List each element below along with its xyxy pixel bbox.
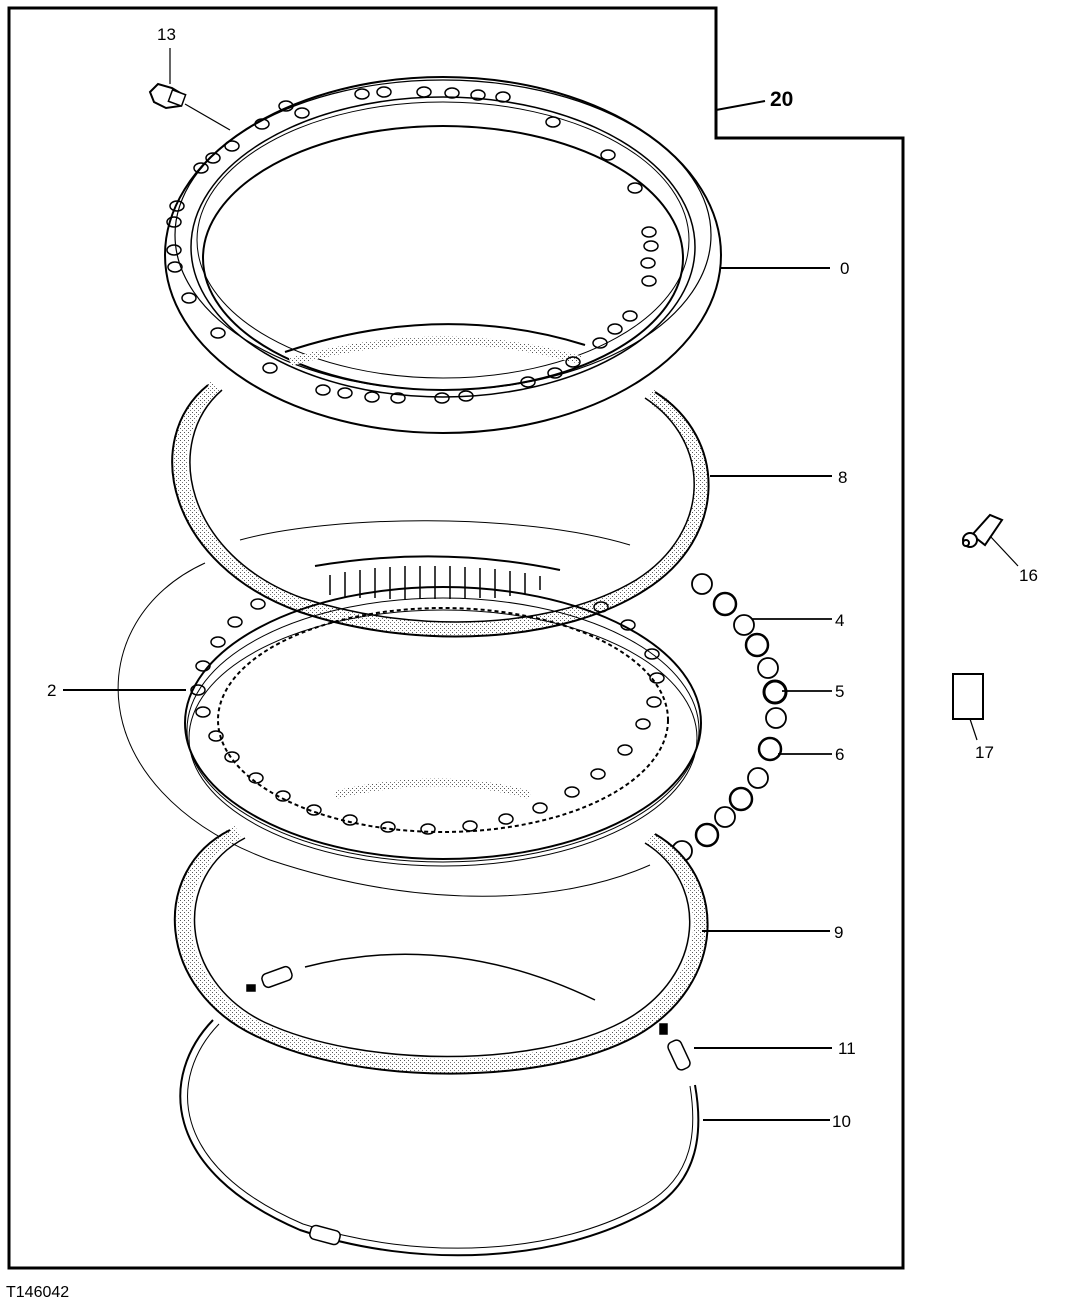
bolt-holes-gear <box>190 598 665 835</box>
diagram-frame <box>7 6 905 1270</box>
callout-11: 11 <box>838 1039 856 1058</box>
callout-6: 6 <box>835 745 845 764</box>
callout-20: 20 <box>770 88 794 111</box>
ball-path-ellipse <box>117 520 651 897</box>
callout-4: 4 <box>835 611 845 630</box>
grease-fitting-icon <box>148 48 231 131</box>
callout-8: 8 <box>838 468 848 487</box>
callout-17: 17 <box>975 743 994 762</box>
connector-pin-lower <box>309 1224 341 1246</box>
callout-9: 9 <box>834 923 844 942</box>
lower-seal <box>173 825 830 1075</box>
connector-pin-11 <box>659 1023 691 1071</box>
inner-gear-race <box>63 555 702 867</box>
callout-2: 2 <box>47 681 57 700</box>
callout-16: 16 <box>1019 566 1038 585</box>
connector-pin-upper <box>246 965 293 992</box>
rectangle-item-icon <box>952 673 984 741</box>
figure-id: T146042 <box>6 1284 70 1301</box>
upper-seal <box>171 379 832 638</box>
sealant-tube-icon <box>962 513 1019 567</box>
seal-wire <box>179 1019 832 1257</box>
leader-20 <box>715 100 766 111</box>
callout-5: 5 <box>835 682 845 701</box>
balls-and-spacers <box>671 573 832 862</box>
outer-race-top <box>164 76 830 434</box>
callout-10: 10 <box>832 1112 851 1131</box>
bolt-holes-top <box>166 86 659 404</box>
callout-13: 13 <box>157 25 176 44</box>
callout-0: 0 <box>840 259 850 278</box>
